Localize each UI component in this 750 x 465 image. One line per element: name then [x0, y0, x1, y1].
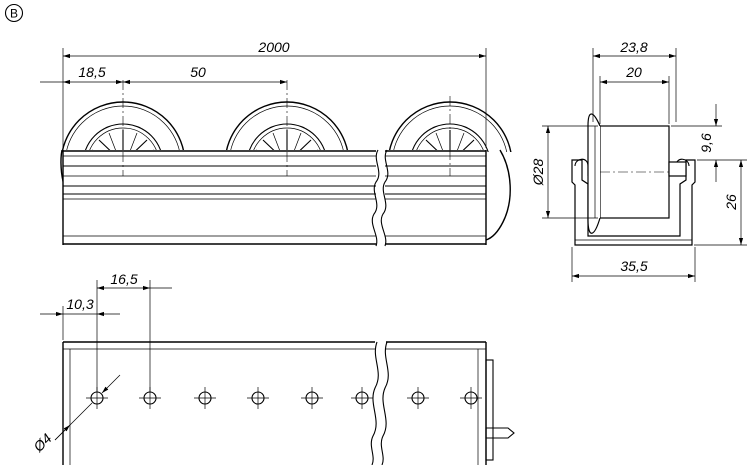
view-label: B — [4, 3, 24, 23]
dimension-roller-offset-and-pitch: 18,5 50 — [40, 64, 287, 85]
side-view: 23,8 20 Ø28 9,6 26 — [530, 39, 747, 282]
dimension-hole-diameter: Ø4 — [29, 374, 121, 455]
dim-hole-pitch-label: 16,5 — [110, 271, 137, 287]
dim-overall-length-label: 2000 — [257, 39, 289, 55]
rail-profile-front — [62, 149, 487, 247]
dimension-profile-height: 26 — [694, 160, 747, 246]
dim-first-roller-offset-label: 18,5 — [78, 64, 105, 80]
rail-bottom-view: 16,5 10,3 Ø4 — [29, 271, 515, 465]
dimension-overall-length: 2000 — [62, 39, 487, 148]
dim-roller-pitch-label: 50 — [190, 64, 206, 80]
front-view: 2000 18,5 50 — [40, 39, 513, 247]
mounting-hole — [459, 386, 483, 410]
dimension-profile-width: 35,5 — [571, 247, 696, 282]
dimension-roller-diameter: Ø28 — [530, 125, 598, 219]
dim-first-hole-offset-label: 10,3 — [66, 296, 93, 312]
dim-roller-diameter-label: Ø28 — [530, 159, 546, 187]
dim-profile-height-label: 26 — [723, 194, 739, 211]
mounting-hole — [406, 386, 430, 410]
wheel-center-lines — [122, 80, 451, 176]
mounting-hole — [246, 386, 270, 410]
mounting-holes — [85, 386, 483, 410]
view-label-text: B — [10, 7, 18, 21]
dim-hole-diameter-label: Ø4 — [29, 430, 54, 455]
dim-roller-axle-width-label: 23,8 — [619, 39, 647, 55]
dim-roller-width-label: 20 — [625, 64, 642, 80]
dimension-hole-pitch: 16,5 — [96, 271, 172, 392]
dim-roller-top-offset-label: 9,6 — [698, 133, 714, 153]
mounting-hole — [300, 386, 324, 410]
end-stop — [485, 359, 515, 461]
last-wheel-edge — [485, 149, 511, 241]
dim-profile-width-label: 35,5 — [620, 258, 647, 274]
mounting-hole — [193, 386, 217, 410]
mounting-hole — [350, 386, 374, 410]
dimension-roller-axle-width: 23,8 — [592, 39, 677, 122]
dimension-first-hole-offset: 10,3 — [40, 296, 120, 340]
dimension-roller-top-offset: 9,6 — [671, 104, 747, 182]
dimension-roller-width: 20 — [599, 64, 670, 124]
roller-side — [587, 113, 687, 234]
